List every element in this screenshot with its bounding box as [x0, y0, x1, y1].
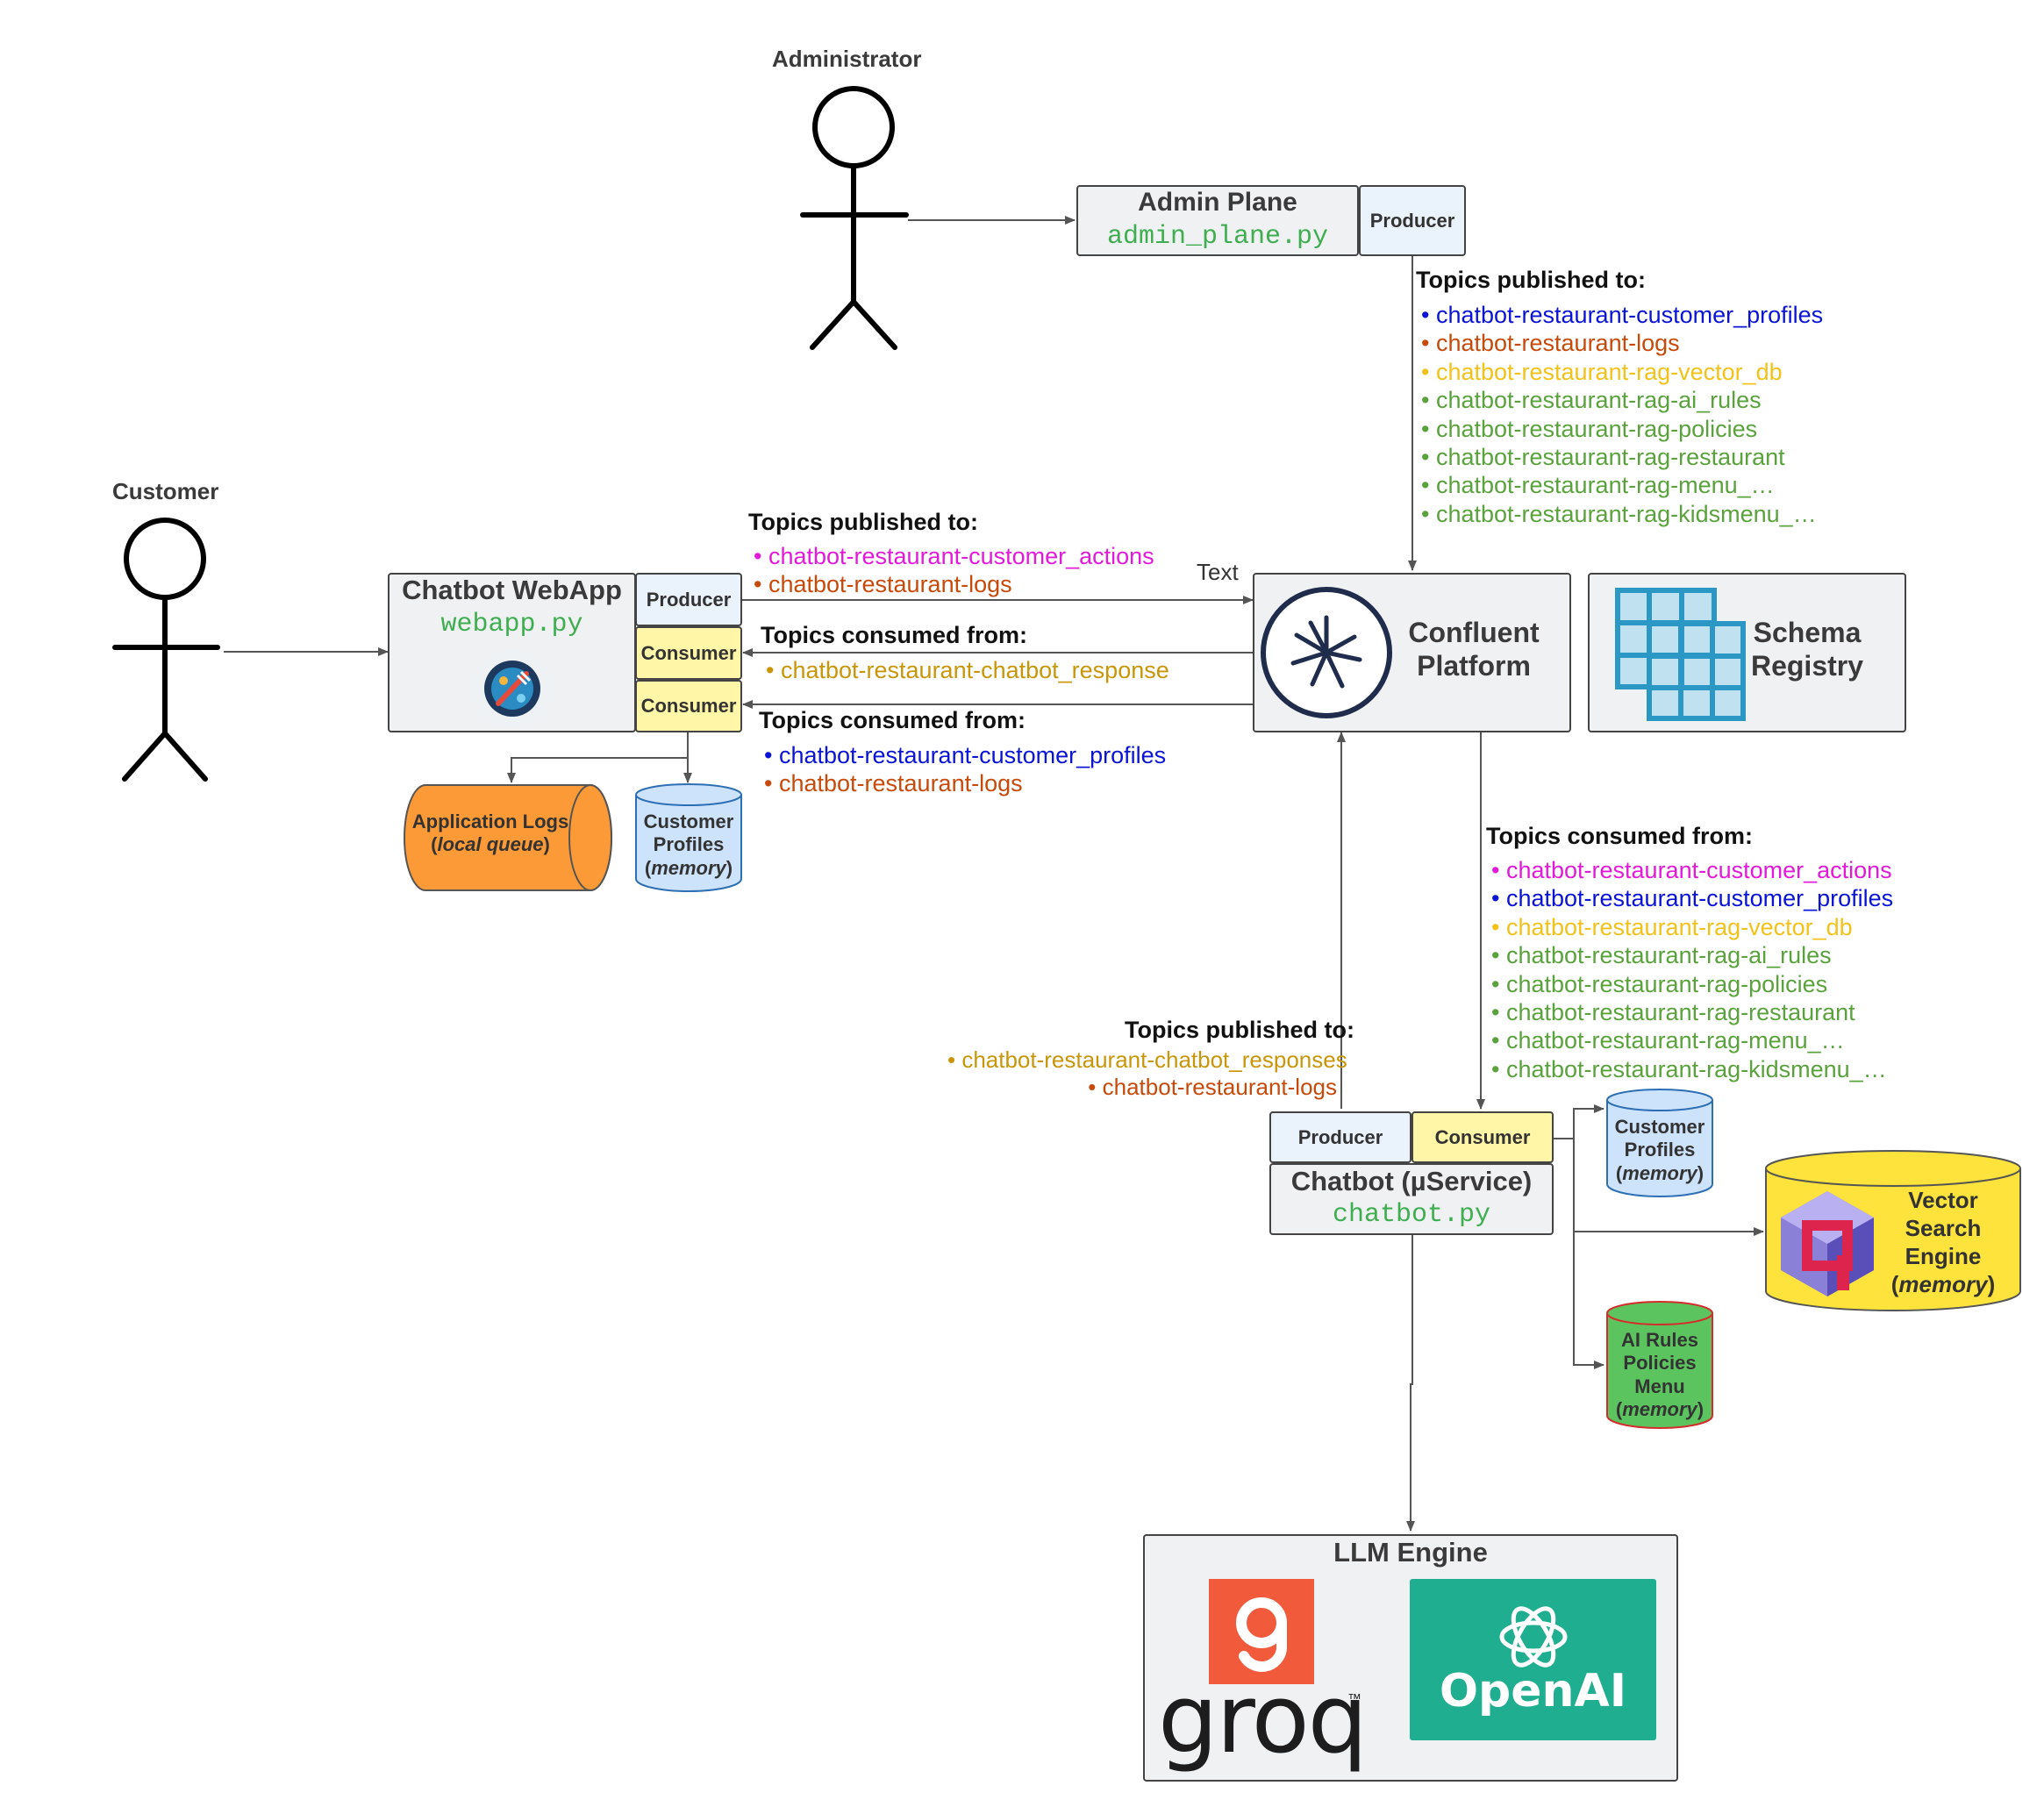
- chatbot-to-llm-arrow: [1406, 1235, 1415, 1532]
- chatbot-service-title: Chatbot (µService): [1290, 1166, 1533, 1196]
- chatbot-consumed-list: • chatbot-restaurant-customer_actions• c…: [1491, 856, 1893, 1083]
- webapp-published-list: • chatbot-restaurant-customer_actions• c…: [754, 542, 1154, 599]
- topic-item: • chatbot-restaurant-logs: [754, 571, 1012, 598]
- admin-plane-producer[interactable]: Producer: [1359, 185, 1466, 256]
- webapp-consumed1-list: • chatbot-restaurant-chatbot_response: [766, 656, 1169, 684]
- openai-wordmark: OpenAI: [1439, 1665, 1627, 1718]
- ai-rules-label: AI Rules Policies Menu (memory): [1615, 1329, 1705, 1421]
- openai-logo-icon: [1499, 1606, 1568, 1668]
- topic-item: • chatbot-restaurant-rag-menu_…: [1491, 1027, 1845, 1054]
- topic-item: • chatbot-restaurant-rag-vector_db: [1421, 358, 1783, 385]
- confluent-platform-title: Confluent Platform: [1408, 617, 1540, 682]
- webapp-consumer-2[interactable]: Consumer: [635, 680, 742, 732]
- topic-item: • chatbot-restaurant-customer_actions: [754, 543, 1154, 569]
- ai-rules-store: [1606, 1301, 1713, 1429]
- webapp-consumer-1[interactable]: Consumer: [635, 626, 742, 680]
- groq-trademark: ™: [1347, 1692, 1361, 1707]
- vector-search-label: Vector Search Engine (memory): [1890, 1187, 1996, 1297]
- topic-item: • chatbot-restaurant-rag-restaurant: [1491, 999, 1855, 1026]
- chatbot-published-list: • chatbot-restaurant-chatbot_responses• …: [947, 1046, 1347, 1101]
- chatbot-published-header: Topics published to:: [1125, 1017, 1354, 1043]
- webapp-consumed2-list: • chatbot-restaurant-customer_profiles• …: [764, 741, 1166, 798]
- chatbot-customer-profiles-label: Customer Profiles (memory): [1614, 1116, 1705, 1184]
- topic-item: • chatbot-restaurant-customer_profiles: [1491, 885, 1894, 912]
- text-arrow-label: Text: [1197, 559, 1239, 585]
- chatbot-service-file: chatbot.py: [1332, 1200, 1491, 1230]
- topic-item: • chatbot-restaurant-customer_profiles: [764, 742, 1167, 768]
- confluent-logo-icon: [1261, 587, 1392, 718]
- topic-item: • chatbot-restaurant-customer_actions: [1491, 857, 1892, 883]
- topic-item: • chatbot-restaurant-rag-kidsmenu_…: [1421, 500, 1817, 527]
- administrator-stick-figure-icon: [800, 86, 909, 350]
- webapp-published-header: Topics published to:: [748, 509, 978, 535]
- webapp-customer-profiles-store: [635, 783, 742, 892]
- topic-item: • chatbot-restaurant-rag-ai_rules: [1491, 942, 1832, 969]
- qdrant-logo-icon: [1781, 1191, 1874, 1296]
- llm-engine-title: LLM Engine: [1333, 1537, 1488, 1568]
- admin-plane-box[interactable]: [1076, 185, 1359, 256]
- admin-plane-file: admin_plane.py: [1106, 222, 1329, 252]
- webapp-file: webapp.py: [440, 610, 583, 639]
- application-logs-store: [404, 784, 612, 891]
- topic-item: • chatbot-restaurant-logs: [764, 770, 1023, 797]
- topic-item: • chatbot-restaurant-logs: [1088, 1074, 1337, 1100]
- schema-registry-title: Schema Registry: [1750, 617, 1864, 682]
- webapp-customer-profiles-label: Customer Profiles (memory): [643, 811, 734, 879]
- administrator-label: Administrator: [772, 46, 922, 72]
- topic-item: • chatbot-restaurant-logs: [1421, 330, 1680, 357]
- schema-registry-grid-icon: [1615, 588, 1746, 721]
- groq-wordmark: groq: [1158, 1665, 1368, 1775]
- chatbot-customer-profiles-store: [1606, 1089, 1713, 1197]
- chatbot-service-box[interactable]: [1269, 1163, 1554, 1235]
- webapp-consumed2-header: Topics consumed from:: [759, 707, 1026, 733]
- topic-item: • chatbot-restaurant-rag-policies: [1491, 970, 1828, 997]
- webapp-to-applogs-arrow: [507, 732, 689, 783]
- chatbot-producer[interactable]: Producer: [1269, 1111, 1412, 1163]
- topic-item: • chatbot-restaurant-rag-kidsmenu_…: [1491, 1055, 1887, 1082]
- topic-item: • chatbot-restaurant-rag-vector_db: [1491, 913, 1853, 940]
- customer-label: Customer: [112, 478, 219, 504]
- webapp-producer[interactable]: Producer: [635, 573, 742, 626]
- topic-item: • chatbot-restaurant-chatbot_response: [766, 657, 1169, 683]
- webapp-chatbot-logo-icon: [471, 650, 554, 727]
- customer-stick-figure-icon: [112, 518, 220, 782]
- groq-logo-icon: [1209, 1579, 1314, 1684]
- chatbot-to-profiles-arrow: [1553, 1104, 1604, 1139]
- admin-topics-header: Topics published to:: [1416, 267, 1646, 293]
- application-logs-label: Application Logs (local queue): [411, 811, 569, 856]
- webapp-consumed1-header: Topics consumed from:: [761, 622, 1028, 648]
- topic-item: • chatbot-restaurant-rag-menu_…: [1421, 472, 1775, 499]
- chatbot-to-airules-arrow: [1573, 1232, 1604, 1369]
- topic-item: • chatbot-restaurant-rag-policies: [1421, 415, 1758, 442]
- chatbot-consumer[interactable]: Consumer: [1412, 1111, 1554, 1163]
- topic-item: • chatbot-restaurant-customer_profiles: [1421, 302, 1824, 328]
- topic-item: • chatbot-restaurant-rag-restaurant: [1421, 444, 1785, 471]
- webapp-title: Chatbot WebApp: [402, 575, 622, 605]
- admin-topics-list: • chatbot-restaurant-customer_profiles• …: [1421, 301, 1823, 528]
- chatbot-consumed-header: Topics consumed from:: [1486, 823, 1754, 849]
- admin-plane-title: Admin Plane: [1138, 188, 1297, 217]
- topic-item: • chatbot-restaurant-rag-ai_rules: [1421, 387, 1762, 414]
- topic-item: • chatbot-restaurant-chatbot_responses: [947, 1046, 1347, 1073]
